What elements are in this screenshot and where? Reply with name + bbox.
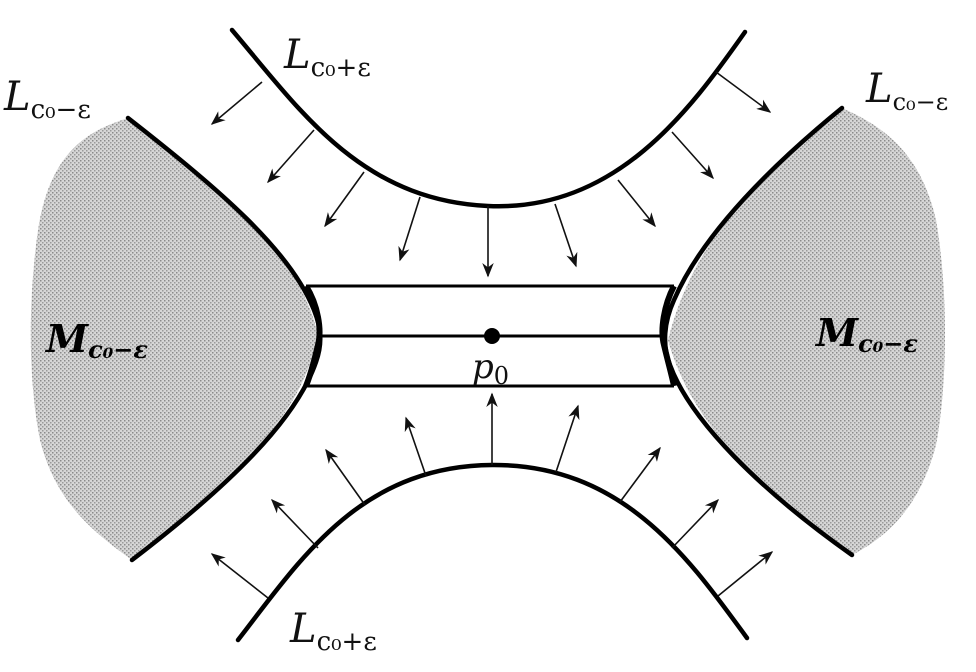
right-level-curve — [662, 105, 855, 558]
top-curve-label: Lc₀+ε — [283, 32, 371, 83]
bottom-flow-arrows — [210, 392, 774, 599]
right-curve-label: Lc₀−ε — [865, 66, 948, 116]
bottom-curve-label: Lc₀+ε — [289, 606, 377, 657]
right-sublevel-region — [668, 108, 945, 555]
point-label: p0 — [472, 347, 509, 390]
top-flow-arrows — [210, 71, 772, 278]
critical-point — [484, 328, 500, 344]
left-level-curve — [125, 115, 323, 563]
left-curve-label: Lc₀−ε — [3, 74, 91, 125]
left-region-label: Mc₀−ε — [44, 316, 148, 364]
right-region-label: Mc₀−ε — [814, 310, 918, 358]
left-sublevel-region — [30, 118, 318, 560]
